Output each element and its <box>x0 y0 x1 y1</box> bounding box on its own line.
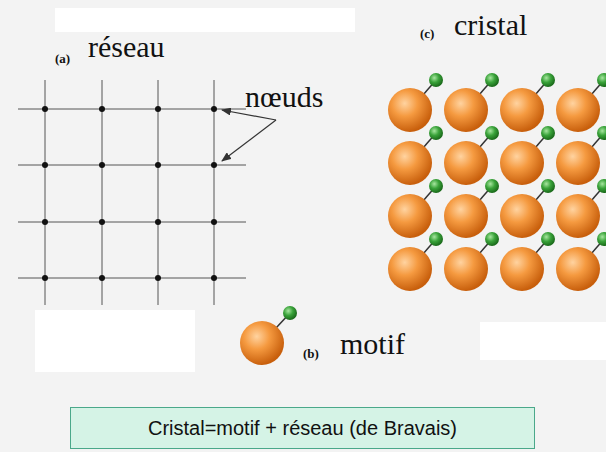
leader-arrows <box>222 110 276 161</box>
lattice-nodes <box>42 106 217 281</box>
callout-label: nœuds <box>245 80 323 113</box>
part-letter: (b) <box>303 347 319 361</box>
part-letter: (c) <box>420 27 434 41</box>
motif-figure <box>240 306 297 365</box>
background-patch <box>55 8 355 32</box>
background-patch <box>35 310 195 372</box>
crystal-structure <box>388 73 606 291</box>
part-name: motif <box>340 327 405 360</box>
formula-box: Cristal=motif + réseau (de Bravais) <box>70 407 535 449</box>
part-name: réseau <box>88 30 165 63</box>
part-letter: (a) <box>55 52 70 66</box>
formula-text: Cristal=motif + réseau (de Bravais) <box>148 417 457 440</box>
part-name: cristal <box>454 8 527 41</box>
background-patch <box>480 322 606 360</box>
lattice-grid <box>18 80 246 305</box>
